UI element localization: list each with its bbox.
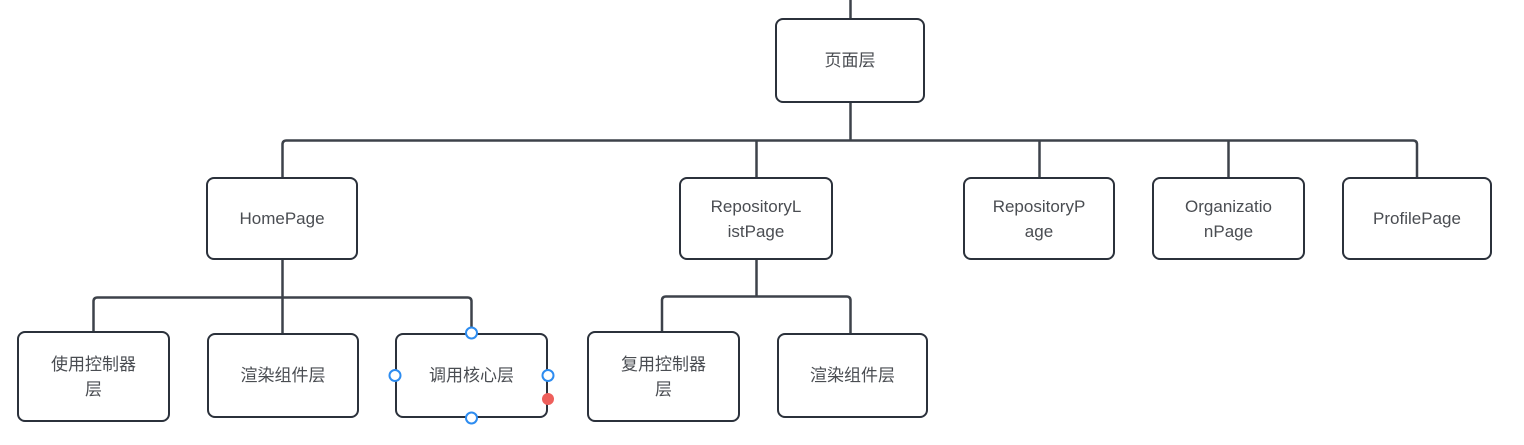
resize-handle-right-icon[interactable] — [541, 369, 555, 382]
node-repository-page-label: RepositoryP age — [992, 196, 1086, 241]
connector-main-bar — [281, 139, 1419, 177]
node-organization-page[interactable]: Organizatio nPage — [1152, 177, 1305, 260]
node-page-layer[interactable]: 页面层 — [775, 18, 925, 103]
node-home-page-label: HomePage — [239, 209, 325, 228]
node-profile-page[interactable]: ProfilePage — [1342, 177, 1492, 260]
node-repository-list-page-label: RepositoryL istPage — [710, 196, 802, 241]
resize-handle-top-icon[interactable] — [465, 326, 478, 340]
node-profile-page-label: ProfilePage — [1373, 209, 1461, 228]
resize-handle-bottom-icon[interactable] — [465, 411, 478, 425]
anchor-dot-icon[interactable] — [542, 393, 554, 405]
node-home-page[interactable]: HomePage — [206, 177, 358, 260]
node-repository-page[interactable]: RepositoryP age — [963, 177, 1115, 260]
connector-repository-list-bar — [660, 295, 852, 333]
connector-home-bar — [92, 296, 473, 333]
node-call-core-layer-label: 调用核心层 — [429, 366, 514, 385]
node-render-component-layer-1-label: 渲染组件层 — [240, 366, 326, 385]
node-use-controller-layer[interactable]: 使用控制器 层 — [17, 331, 170, 422]
node-repository-list-page[interactable]: RepositoryL istPage — [679, 177, 833, 260]
node-render-component-layer-1[interactable]: 渲染组件层 — [207, 333, 359, 418]
node-organization-page-label: Organizatio nPage — [1185, 196, 1272, 241]
node-render-component-layer-2-label: 渲染组件层 — [810, 366, 895, 385]
node-render-component-layer-2[interactable]: 渲染组件层 — [777, 333, 928, 418]
resize-handle-left-icon[interactable] — [388, 369, 402, 382]
node-use-controller-layer-label: 使用控制器 层 — [51, 354, 136, 399]
node-call-core-layer[interactable]: 调用核心层 — [395, 333, 548, 418]
node-page-layer-label: 页面层 — [824, 51, 876, 70]
node-reuse-controller-layer-label: 复用控制器 层 — [621, 354, 706, 399]
node-reuse-controller-layer[interactable]: 复用控制器 层 — [587, 331, 740, 422]
